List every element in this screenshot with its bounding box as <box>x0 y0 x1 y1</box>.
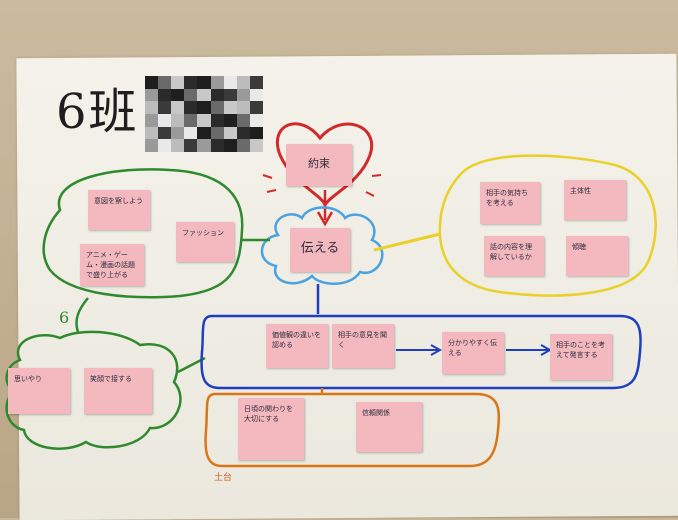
sticky-note-blue-4: 相手のことを考えて発言する <box>550 334 612 380</box>
center-cloud <box>260 206 384 285</box>
mosaic-cell <box>158 126 172 140</box>
foundation-label: 土台 <box>214 473 233 483</box>
mosaic-cell <box>158 88 172 102</box>
mosaic-cell <box>184 139 198 152</box>
sticky-note-green-3: アニメ・ゲーム・漫画の話題で盛り上がる <box>80 244 144 286</box>
mosaic-cell <box>197 114 211 127</box>
sticky-note-orange-1: 日頃の関わりを大切にする <box>238 398 304 460</box>
mosaic-cell <box>223 101 237 114</box>
mosaic-cell <box>184 126 198 140</box>
sticky-note-green-2: ファッション <box>176 222 234 262</box>
mosaic-cell <box>197 76 211 89</box>
mosaic-cell <box>223 88 237 102</box>
green-link-down <box>75 297 89 333</box>
pixelated-names <box>145 76 263 152</box>
mosaic-cell <box>236 139 250 152</box>
mosaic-cell <box>197 88 211 102</box>
mosaic-cell <box>249 88 263 102</box>
sticky-note-left-2: 笑顔で接する <box>84 368 152 414</box>
mosaic-cell <box>171 126 185 140</box>
mosaic-cell <box>223 126 237 140</box>
mosaic-cell <box>236 126 250 140</box>
sticky-note-yellow-4: 傾聴 <box>566 236 628 276</box>
red-arrowhead <box>316 211 334 227</box>
mosaic-cell <box>210 114 224 127</box>
mosaic-cell <box>249 76 263 89</box>
mosaic-cell <box>171 139 185 152</box>
left-cloud <box>5 330 182 450</box>
blue-arrowhead-1 <box>430 344 443 356</box>
mosaic-cell <box>223 76 237 89</box>
mosaic-cell <box>210 88 224 102</box>
mosaic-cell <box>210 101 224 114</box>
sticky-note-blue-3: 分かりやすく伝える <box>442 332 504 374</box>
mosaic-cell <box>249 101 263 114</box>
mosaic-cell <box>184 76 198 89</box>
mosaic-cell <box>210 126 224 140</box>
yellow-bubble <box>438 154 657 297</box>
mosaic-cell <box>236 101 250 114</box>
mosaic-cell <box>158 101 172 114</box>
mosaic-cell <box>249 126 263 140</box>
sticky-note-green-1: 意図を察しよう <box>88 190 150 230</box>
mosaic-cell <box>236 88 250 102</box>
blue-box <box>200 314 642 390</box>
sticky-note-yellow-1: 相手の気持ちを考える <box>480 182 540 224</box>
mosaic-cell <box>158 139 172 152</box>
mosaic-cell <box>197 139 211 152</box>
mosaic-cell <box>171 101 185 114</box>
mosaic-cell <box>184 114 198 127</box>
green-bubble <box>42 168 244 299</box>
mosaic-cell <box>171 88 185 102</box>
mosaic-cell <box>184 101 198 114</box>
mosaic-cell <box>145 139 159 152</box>
sticky-note-center: 伝える <box>290 228 350 272</box>
sticky-note-blue-1: 価値観の違いを認める <box>266 324 328 368</box>
poster-title: 6班 <box>56 84 139 140</box>
mosaic-cell <box>249 139 263 152</box>
mosaic-cell <box>197 101 211 114</box>
mosaic-cell <box>158 76 172 89</box>
group-number-label: 6 <box>59 308 70 327</box>
mosaic-cell <box>210 76 224 89</box>
orange-box <box>204 392 501 468</box>
mosaic-cell <box>184 88 198 102</box>
mosaic-cell <box>223 114 237 127</box>
sticky-note-yellow-3: 話の内容を理解しているか <box>484 236 544 276</box>
mosaic-cell <box>158 114 172 127</box>
mosaic-cell <box>197 126 211 140</box>
mosaic-cell <box>145 114 159 127</box>
mosaic-cell <box>171 76 185 89</box>
mosaic-cell <box>249 114 263 127</box>
mosaic-cell <box>236 76 250 89</box>
mosaic-cell <box>145 88 159 102</box>
mosaic-cell <box>223 139 237 152</box>
sticky-note-blue-2: 相手の意見を聞く <box>332 324 394 368</box>
sticky-note-top: 約束 <box>286 144 352 186</box>
heart-rays <box>262 174 382 197</box>
mosaic-cell <box>145 126 159 140</box>
mosaic-cell <box>145 76 159 89</box>
sticky-note-yellow-2: 主体性 <box>564 180 626 220</box>
sticky-note-orange-2: 信頼関係 <box>356 402 422 452</box>
yellow-connector <box>373 232 441 252</box>
mosaic-cell <box>210 139 224 152</box>
sticky-note-left-1: 思いやり <box>8 368 70 414</box>
mosaic-cell <box>236 114 250 127</box>
mosaic-cell <box>171 114 185 127</box>
mosaic-cell <box>145 101 159 114</box>
